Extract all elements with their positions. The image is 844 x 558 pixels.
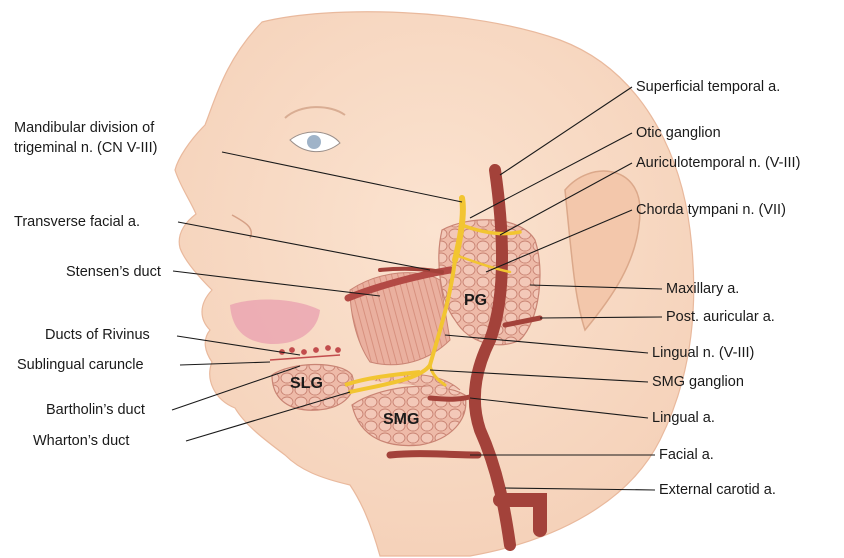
label-facial-artery: Facial a. — [659, 445, 714, 465]
label-bartholins-duct: Bartholin’s duct — [46, 400, 145, 420]
label-sublingual-caruncle: Sublingual caruncle — [17, 355, 144, 375]
label-lingual-nerve: Lingual n. (V-III) — [652, 343, 754, 363]
organ-label-parotid: PG — [464, 292, 487, 310]
label-auriculotemporal-nerve: Auriculotemporal n. (V-III) — [636, 153, 800, 173]
label-stensens-duct: Stensen’s duct — [66, 262, 161, 282]
label-post-auricular-artery: Post. auricular a. — [666, 307, 775, 327]
label-lingual-artery: Lingual a. — [652, 408, 715, 428]
label-whartons-duct: Wharton’s duct — [33, 431, 129, 451]
facial-artery — [390, 454, 478, 455]
organ-label-sublingual: SLG — [290, 375, 323, 393]
label-smg-ganglion: SMG ganglion — [652, 372, 744, 392]
label-transverse-facial-artery: Transverse facial a. — [14, 212, 140, 232]
label-external-carotid-artery: External carotid a. — [659, 480, 776, 500]
label-chorda-tympani: Chorda tympani n. (VII) — [636, 200, 786, 220]
label-mandibular-division: Mandibular division of trigeminal n. (CN… — [14, 118, 224, 158]
label-text: Mandibular division of trigeminal n. (CN… — [14, 120, 157, 156]
label-ducts-of-rivinus: Ducts of Rivinus — [45, 325, 150, 345]
label-maxillary-artery: Maxillary a. — [666, 279, 739, 299]
organ-label-submandibular: SMG — [383, 411, 419, 429]
label-superficial-temporal-artery: Superficial temporal a. — [636, 77, 780, 97]
label-otic-ganglion: Otic ganglion — [636, 123, 721, 143]
